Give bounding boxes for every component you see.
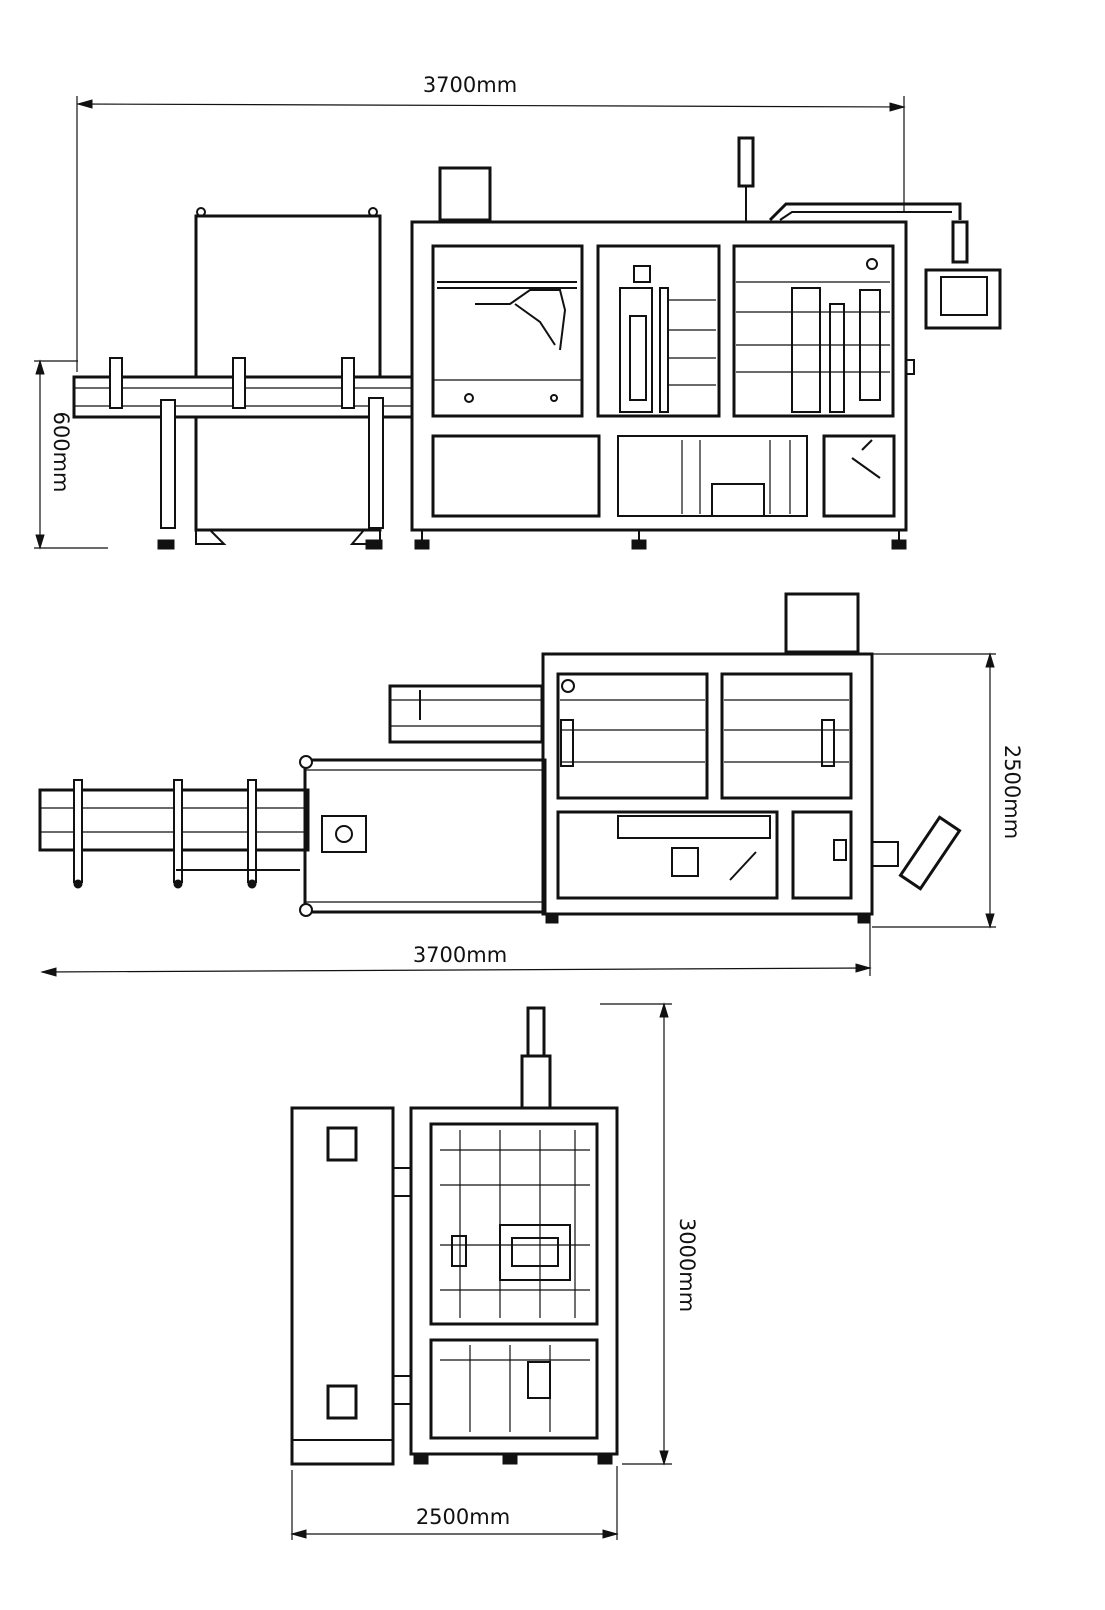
side-height-dimension: 3000mm: [600, 1002, 699, 1466]
side-view: 3000mm 2500mm: [290, 1002, 699, 1540]
top-transfer-section: [299, 684, 547, 917]
top-main-cabinet: [541, 592, 874, 924]
infeed-conveyor: [72, 207, 414, 550]
side-height-label: 3000mm: [675, 1218, 699, 1312]
top-width-dimension: 3700mm: [40, 915, 872, 977]
side-conveyor-housing: [290, 1106, 412, 1466]
top-infeed-conveyor: [38, 779, 310, 889]
top-view: 3700mm 2500mm: [38, 592, 1024, 977]
top-depth-dimension: 2500mm: [872, 652, 1024, 929]
front-width-dimension: 3700mm: [76, 73, 906, 372]
front-height-dimension: 600mm: [34, 359, 108, 550]
hmi-control-panel: [737, 136, 1002, 330]
top-depth-label: 2500mm: [1000, 745, 1024, 839]
top-hmi-panel: [871, 815, 962, 891]
side-width-label: 2500mm: [416, 1505, 510, 1529]
side-width-dimension: 2500mm: [290, 1466, 619, 1540]
side-main-cabinet: [409, 1006, 619, 1465]
front-height-label: 600mm: [49, 412, 73, 493]
front-width-label: 3700mm: [423, 73, 517, 97]
top-width-label: 3700mm: [413, 943, 507, 967]
front-view: 3700mm 600mm: [34, 73, 1002, 550]
main-cabinet-front: [410, 166, 915, 550]
